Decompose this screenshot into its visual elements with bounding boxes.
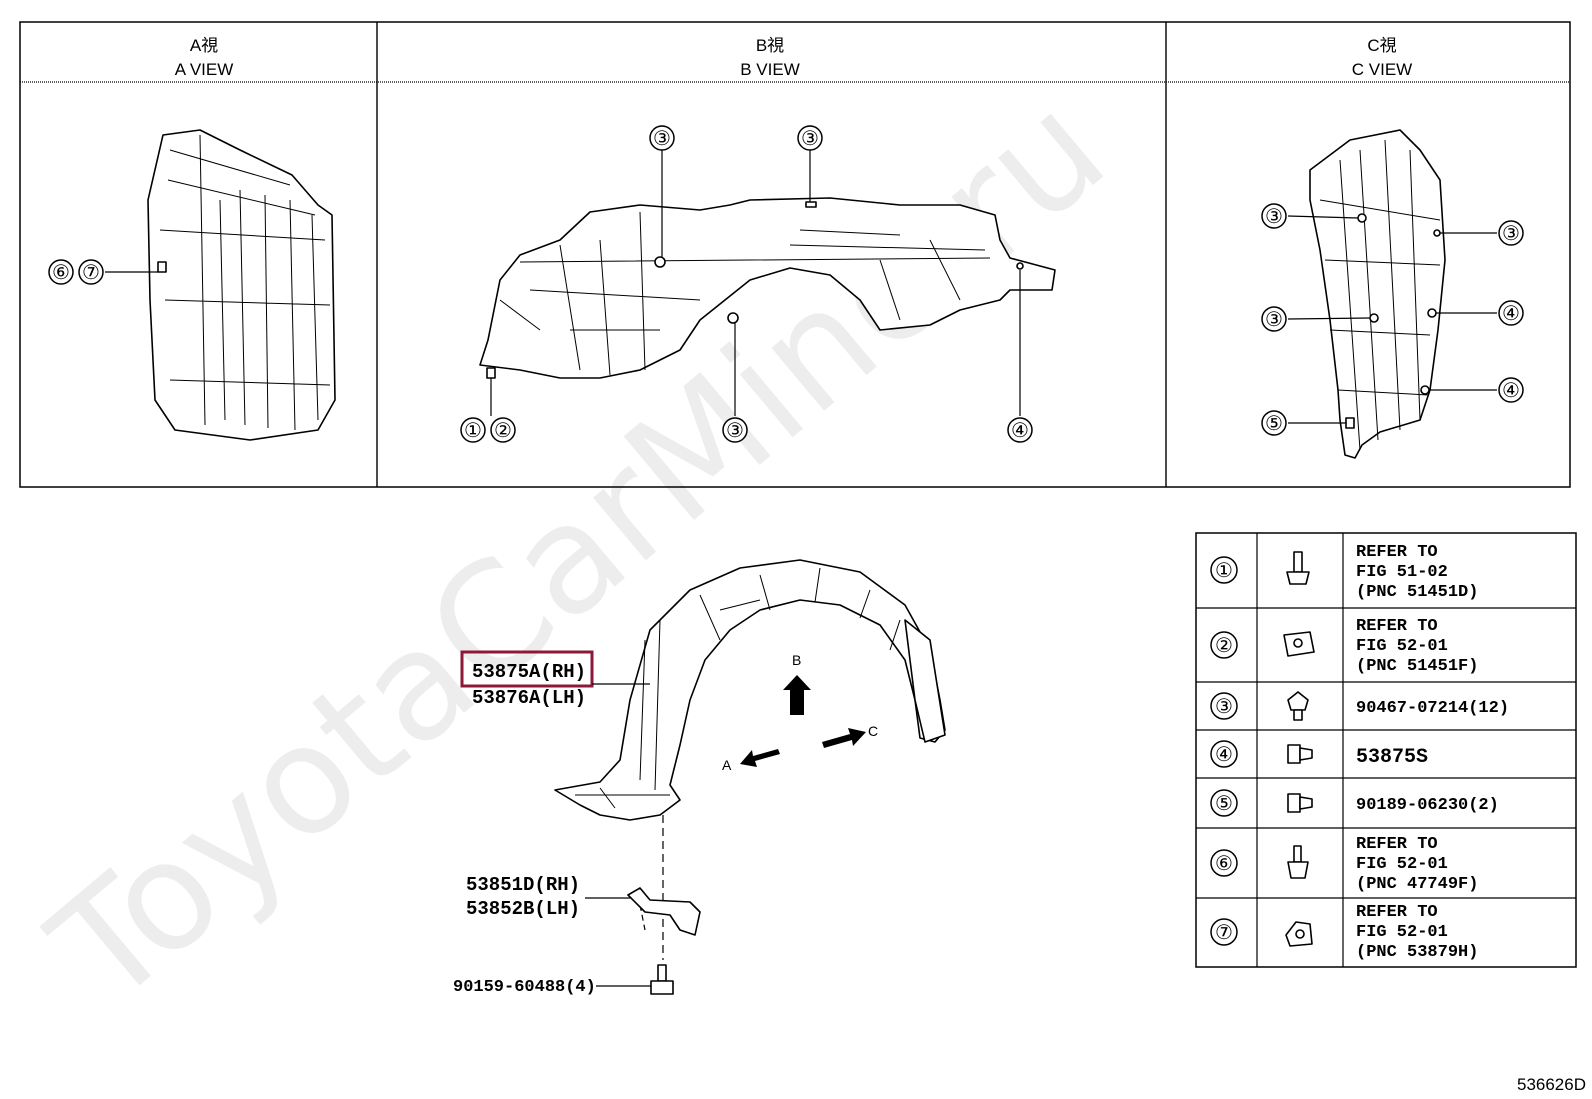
- arrow-c: [822, 728, 866, 748]
- svg-text:④: ④: [1502, 378, 1520, 402]
- callout-four-b: ④: [1007, 417, 1033, 443]
- rivet-icon: [1287, 793, 1313, 813]
- svg-text:90189-06230(2): 90189-06230(2): [1356, 796, 1499, 815]
- callout-four-c1: ④: [1498, 300, 1524, 326]
- view-c-title-en: C VIEW: [1352, 60, 1412, 79]
- label-seal-lh[interactable]: 53852B(LH): [466, 898, 580, 920]
- view-b-drawing: [479, 150, 1056, 416]
- figure-id: 536626D: [1517, 1075, 1586, 1094]
- svg-text:(PNC 53879H): (PNC 53879H): [1356, 943, 1478, 962]
- svg-text:②: ②: [494, 418, 512, 442]
- callout-three-c3: ③: [1261, 306, 1287, 332]
- view-a-title-jp: A視: [190, 36, 218, 55]
- label-liner-rh[interactable]: 53875A(RH): [472, 661, 586, 683]
- svg-text:⑦: ⑦: [82, 260, 100, 284]
- svg-text:③: ③: [1215, 694, 1233, 718]
- label-seal-rh[interactable]: 53851D(RH): [466, 874, 580, 896]
- callout-three-c2: ③: [1498, 220, 1524, 246]
- svg-text:①: ①: [1215, 558, 1233, 582]
- callout-three-c1: ③: [1261, 203, 1287, 229]
- label-liner-lh[interactable]: 53876A(LH): [472, 687, 586, 709]
- callout-seven-a: ⑦: [78, 259, 104, 285]
- svg-text:(PNC 47749F): (PNC 47749F): [1356, 875, 1478, 894]
- arrow-a-label: A: [722, 757, 732, 773]
- svg-text:FIG 52-01: FIG 52-01: [1356, 923, 1448, 942]
- svg-text:③: ③: [1265, 204, 1283, 228]
- legend-row-7: ⑦ REFER TO FIG 52-01 (PNC 53879H): [1210, 903, 1478, 962]
- svg-text:FIG 52-01: FIG 52-01: [1356, 637, 1448, 656]
- nut-clip-icon: [1283, 631, 1315, 657]
- callout-three-b2: ③: [797, 125, 823, 151]
- svg-text:⑥: ⑥: [1215, 851, 1233, 875]
- callout-three-b3: ③: [722, 417, 748, 443]
- fender-liner-drawing: [554, 559, 946, 821]
- legend-row-5: ⑤ 90189-06230(2): [1210, 789, 1499, 817]
- screw-clip-icon: [1287, 845, 1309, 879]
- svg-text:⑦: ⑦: [1215, 920, 1233, 944]
- callout-six-a: ⑥: [48, 259, 74, 285]
- callout-five-c: ⑤: [1261, 410, 1287, 436]
- view-a-drawing: [105, 129, 336, 441]
- legend-row-2: ② REFER TO FIG 52-01 (PNC 51451F): [1210, 617, 1478, 676]
- views-frame: [19, 21, 1571, 488]
- callout-three-b1: ③: [649, 125, 675, 151]
- svg-text:FIG 51-02: FIG 51-02: [1356, 563, 1448, 582]
- svg-text:⑤: ⑤: [1265, 411, 1283, 435]
- legend-row-6: ⑥ REFER TO FIG 52-01 (PNC 47749F): [1210, 835, 1478, 894]
- svg-text:④: ④: [1502, 301, 1520, 325]
- svg-text:④: ④: [1011, 418, 1029, 442]
- view-c-title-jp: C視: [1367, 36, 1396, 55]
- svg-text:④: ④: [1215, 742, 1233, 766]
- view-c-drawing: [1287, 129, 1497, 459]
- view-b-title-en: B VIEW: [740, 60, 800, 79]
- svg-text:REFER TO: REFER TO: [1356, 903, 1438, 922]
- push-clip-icon: [1287, 691, 1309, 721]
- svg-text:(PNC 51451D): (PNC 51451D): [1356, 583, 1478, 602]
- svg-text:③: ③: [1265, 307, 1283, 331]
- legend-row-3: ③ 90467-07214(12): [1210, 691, 1509, 721]
- svg-text:REFER TO: REFER TO: [1356, 617, 1438, 636]
- legend-row-1: ① REFER TO FIG 51-02 (PNC 51451D): [1210, 543, 1478, 602]
- legend-table: [1195, 532, 1577, 968]
- svg-text:REFER TO: REFER TO: [1356, 543, 1438, 562]
- callout-four-c2: ④: [1498, 377, 1524, 403]
- arrow-a: [740, 749, 780, 767]
- view-b-title-jp: B視: [756, 36, 784, 55]
- retainer-clip-icon: [1285, 921, 1313, 947]
- svg-text:③: ③: [1502, 221, 1520, 245]
- svg-text:②: ②: [1215, 633, 1233, 657]
- callout-two-b: ②: [490, 417, 516, 443]
- svg-text:③: ③: [653, 126, 671, 150]
- svg-text:③: ③: [726, 418, 744, 442]
- svg-text:FIG 52-01: FIG 52-01: [1356, 855, 1448, 874]
- view-a-title-en: A VIEW: [175, 60, 234, 79]
- svg-text:REFER TO: REFER TO: [1356, 835, 1438, 854]
- seal-drawing: [627, 887, 701, 936]
- clip-screw-icon: [1286, 551, 1310, 585]
- svg-text:①: ①: [464, 418, 482, 442]
- arrow-c-label: C: [868, 723, 878, 739]
- svg-text:⑥: ⑥: [52, 260, 70, 284]
- svg-text:53875S: 53875S: [1356, 746, 1428, 769]
- arrow-b: [783, 675, 811, 715]
- callout-one-b: ①: [460, 417, 486, 443]
- highlight-box: [460, 650, 594, 688]
- svg-text:③: ③: [801, 126, 819, 150]
- legend-row-4: ④ 53875S: [1210, 740, 1428, 769]
- svg-text:(PNC 51451F): (PNC 51451F): [1356, 657, 1478, 676]
- rivet-clip-icon: [1287, 744, 1313, 764]
- label-bolt[interactable]: 90159-60488(4): [453, 978, 596, 997]
- bolt-icon: [650, 964, 674, 995]
- svg-text:90467-07214(12): 90467-07214(12): [1356, 699, 1509, 718]
- svg-text:⑤: ⑤: [1215, 791, 1233, 815]
- arrow-b-label: B: [792, 652, 801, 668]
